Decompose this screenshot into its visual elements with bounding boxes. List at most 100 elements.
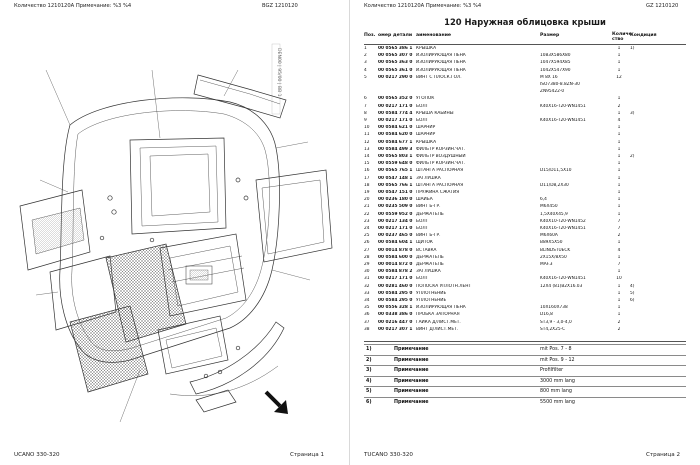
cell-name: ПРУЖИНА СЖАТИЯ: [416, 190, 460, 195]
cell-part: 00 0584 600 0: [378, 254, 413, 260]
cell-pos: 32: [364, 283, 370, 289]
right-footer-model: TUCANO 330-320: [364, 452, 413, 458]
right-footer-page: Страница 2: [646, 452, 681, 458]
cell-name: ШАРНИР: [416, 125, 436, 131]
cell-qty: 4: [617, 247, 621, 253]
cell-name: БОЛТ: [416, 226, 429, 231]
cell-size: M6X60A: [540, 233, 558, 239]
cell-pos: 11: [364, 132, 370, 138]
cell-part: 00 0281 460 0: [378, 283, 413, 289]
cell-qty: 2: [617, 103, 621, 109]
cell-name: ИЗОЛИРУЮЩАЯ ПЕНА: [416, 60, 466, 66]
cell-name: ЩИТОК: [416, 240, 433, 246]
cell-pos: 19: [364, 190, 370, 195]
cell-qty: 1: [617, 290, 621, 296]
note-id: 3): [366, 368, 372, 374]
cell-part: 00 0235 509 0: [378, 204, 413, 210]
cell-qty: 1: [617, 146, 621, 152]
cell-qty: 10: [616, 276, 622, 282]
section-title: 120 Наружная облицовка крыши: [444, 17, 606, 27]
cell-part: 00 0217 171 0: [378, 276, 413, 282]
cell-pos: 21: [364, 204, 370, 210]
cell-qty: 1: [617, 46, 621, 51]
cell-qty: 1: [617, 269, 621, 275]
cell-part: 00 0559 952 0: [378, 211, 413, 217]
cell-cond: 1): [630, 46, 635, 51]
note-id: 5): [366, 389, 372, 395]
cell-qty: 2: [617, 326, 621, 332]
cell-size: ST4,2X25-C: [540, 326, 566, 332]
cell-name: КРЫШКА: [416, 139, 437, 145]
note-id: 2): [366, 357, 372, 363]
cell-cond: 4): [630, 283, 635, 289]
cell-qty: 7: [617, 226, 621, 231]
cell-qty: 1: [617, 211, 621, 217]
cell-size: 2X15X/8X50: [540, 254, 567, 260]
cell-pos: 35: [364, 305, 370, 311]
cell-size: ST3,9 - 3,0-4,0: [540, 319, 572, 325]
cell-size: K40X16-T20-WN1451: [540, 118, 586, 123]
cell-qty: 1: [617, 67, 621, 73]
cell-qty: 1: [617, 60, 621, 66]
cell-qty: 1: [617, 204, 621, 210]
parts-list-page: Количество 1210120А Примечание: %3 %4 GZ…: [350, 0, 700, 465]
cell-qty: 2: [617, 319, 621, 325]
cell-part: 00 0217 134 0: [378, 218, 413, 224]
cell-qty: 1: [617, 190, 621, 195]
cell-pos: 7: [364, 103, 367, 109]
cell-part: 00 0014 872 0: [378, 262, 413, 267]
cell-cond: 3): [630, 110, 635, 116]
cell-pos: 23: [364, 218, 370, 224]
cell-qty: 1: [617, 197, 621, 203]
header-rule: [364, 44, 686, 45]
cell-name: КРЫШКА: [416, 46, 437, 51]
cell-part: 00 0565 352 0: [378, 96, 413, 102]
cell-name: ШТАНГА РАСПОРНАЯ: [416, 182, 464, 188]
cell-name: ИЗОЛИРУЮЩАЯ ПЕНА: [416, 67, 466, 73]
note-id: 6): [366, 400, 372, 405]
cell-part: 00 0237 465 0: [378, 233, 413, 239]
cell-part: 00 0565 803 1: [378, 154, 413, 159]
cell-part: 00 0236 180 0: [378, 197, 413, 203]
cell-name: ФИЛЬТР КОРЗИН.ЧАТ.: [416, 161, 466, 167]
note-value: mit Pos. 7 - 8: [540, 347, 572, 352]
cell-name: ЗАГЛУШКА: [416, 269, 441, 275]
note-label: Примечание: [394, 357, 429, 363]
cell-size: M 8X 16: [540, 74, 558, 80]
col-header-cond: Кондиция: [630, 33, 657, 38]
cell-size: BLINDSTUECK: [540, 247, 571, 253]
cell-part: 00 0338 386 0: [378, 312, 413, 318]
cell-pos: 20: [364, 197, 370, 203]
cell-pos: 6: [364, 96, 367, 102]
cell-part: 00 0216 447 0: [378, 319, 413, 325]
cell-cond: 6): [630, 298, 635, 303]
note-label: Примечание: [394, 347, 429, 352]
vertical-doc-label: DEN00 | 95/00 | BB 1: [276, 48, 282, 97]
note-value: mit Pos. 9 - 12: [540, 357, 575, 363]
col-header-qty: Количе ство: [612, 32, 632, 42]
cell-size: 1042X547X90: [540, 67, 571, 73]
cell-part: 00 0217 171 0: [378, 103, 413, 109]
cell-name: ВСТАВКА: [416, 247, 437, 253]
cell-name: ШТАНГА РАСПОРНАЯ: [416, 168, 464, 174]
cell-part: 00 0584 878 2: [378, 269, 413, 275]
cell-part: 00 0584 774 4: [378, 110, 413, 116]
cell-name: УПЛОТНЕНИЕ: [416, 298, 447, 303]
cell-pos: 8: [364, 110, 367, 116]
cell-name: ФИЛЬТР КОРЗИН.ЧАТ.: [416, 146, 466, 152]
cell-part: 00 0565 361 0: [378, 67, 413, 73]
